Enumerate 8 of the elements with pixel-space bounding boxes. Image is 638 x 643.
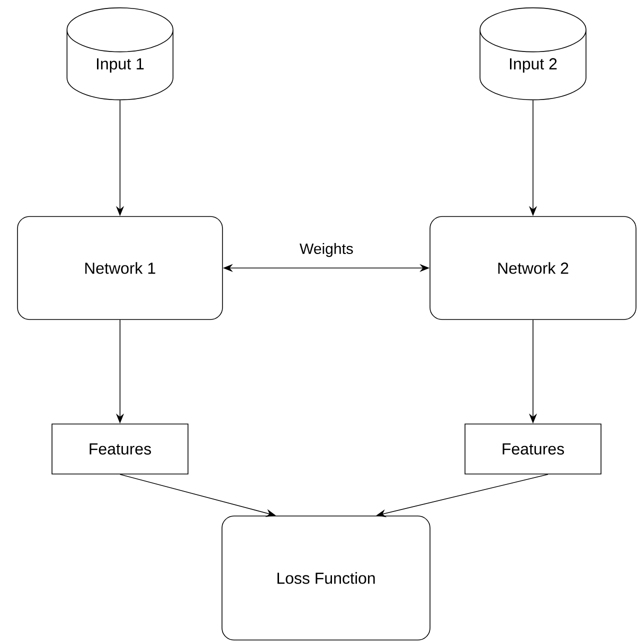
feature-box: Features: [464, 424, 602, 474]
feature-box: Features: [52, 424, 188, 474]
edge-label: Weights: [298, 241, 356, 259]
process-box: Loss Function: [222, 516, 430, 640]
database-cylinder: Input 2: [480, 7, 586, 100]
database-cylinder: Input 1: [66, 7, 174, 100]
process-box: Network 2: [430, 216, 636, 320]
process-box: Network 1: [17, 216, 223, 320]
